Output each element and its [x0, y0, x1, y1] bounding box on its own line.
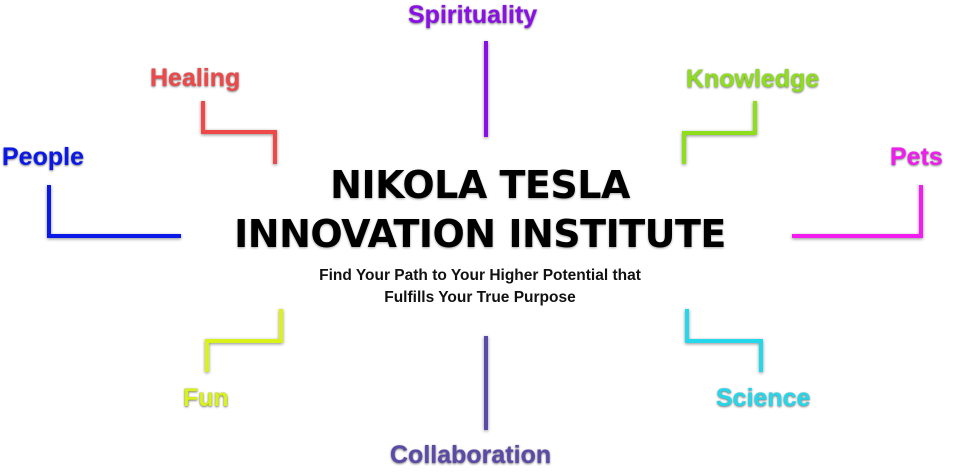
connector-people	[47, 185, 181, 238]
node-spirituality: Spirituality	[408, 1, 538, 29]
connector-healing	[201, 101, 277, 164]
subtitle-line-1: Find Your Path to Your Higher Potential …	[319, 267, 641, 284]
node-healing: Healing	[150, 64, 241, 92]
title-line-2: INNOVATION INSTITUTE	[234, 212, 726, 256]
connector-knowledge	[682, 101, 757, 164]
node-fun: Fun	[183, 384, 229, 412]
node-knowledge: Knowledge	[686, 65, 820, 93]
node-people: People	[2, 143, 84, 171]
connector-science	[685, 309, 763, 372]
connector-fun	[205, 309, 283, 372]
node-collaboration: Collaboration	[390, 441, 552, 469]
node-science: Science	[716, 384, 811, 412]
title-line-1: NIKOLA TESLA	[330, 163, 630, 207]
node-pets: Pets	[890, 143, 943, 171]
connector-pets	[792, 185, 923, 238]
subtitle-line-2: Fulfills Your True Purpose	[384, 289, 576, 306]
